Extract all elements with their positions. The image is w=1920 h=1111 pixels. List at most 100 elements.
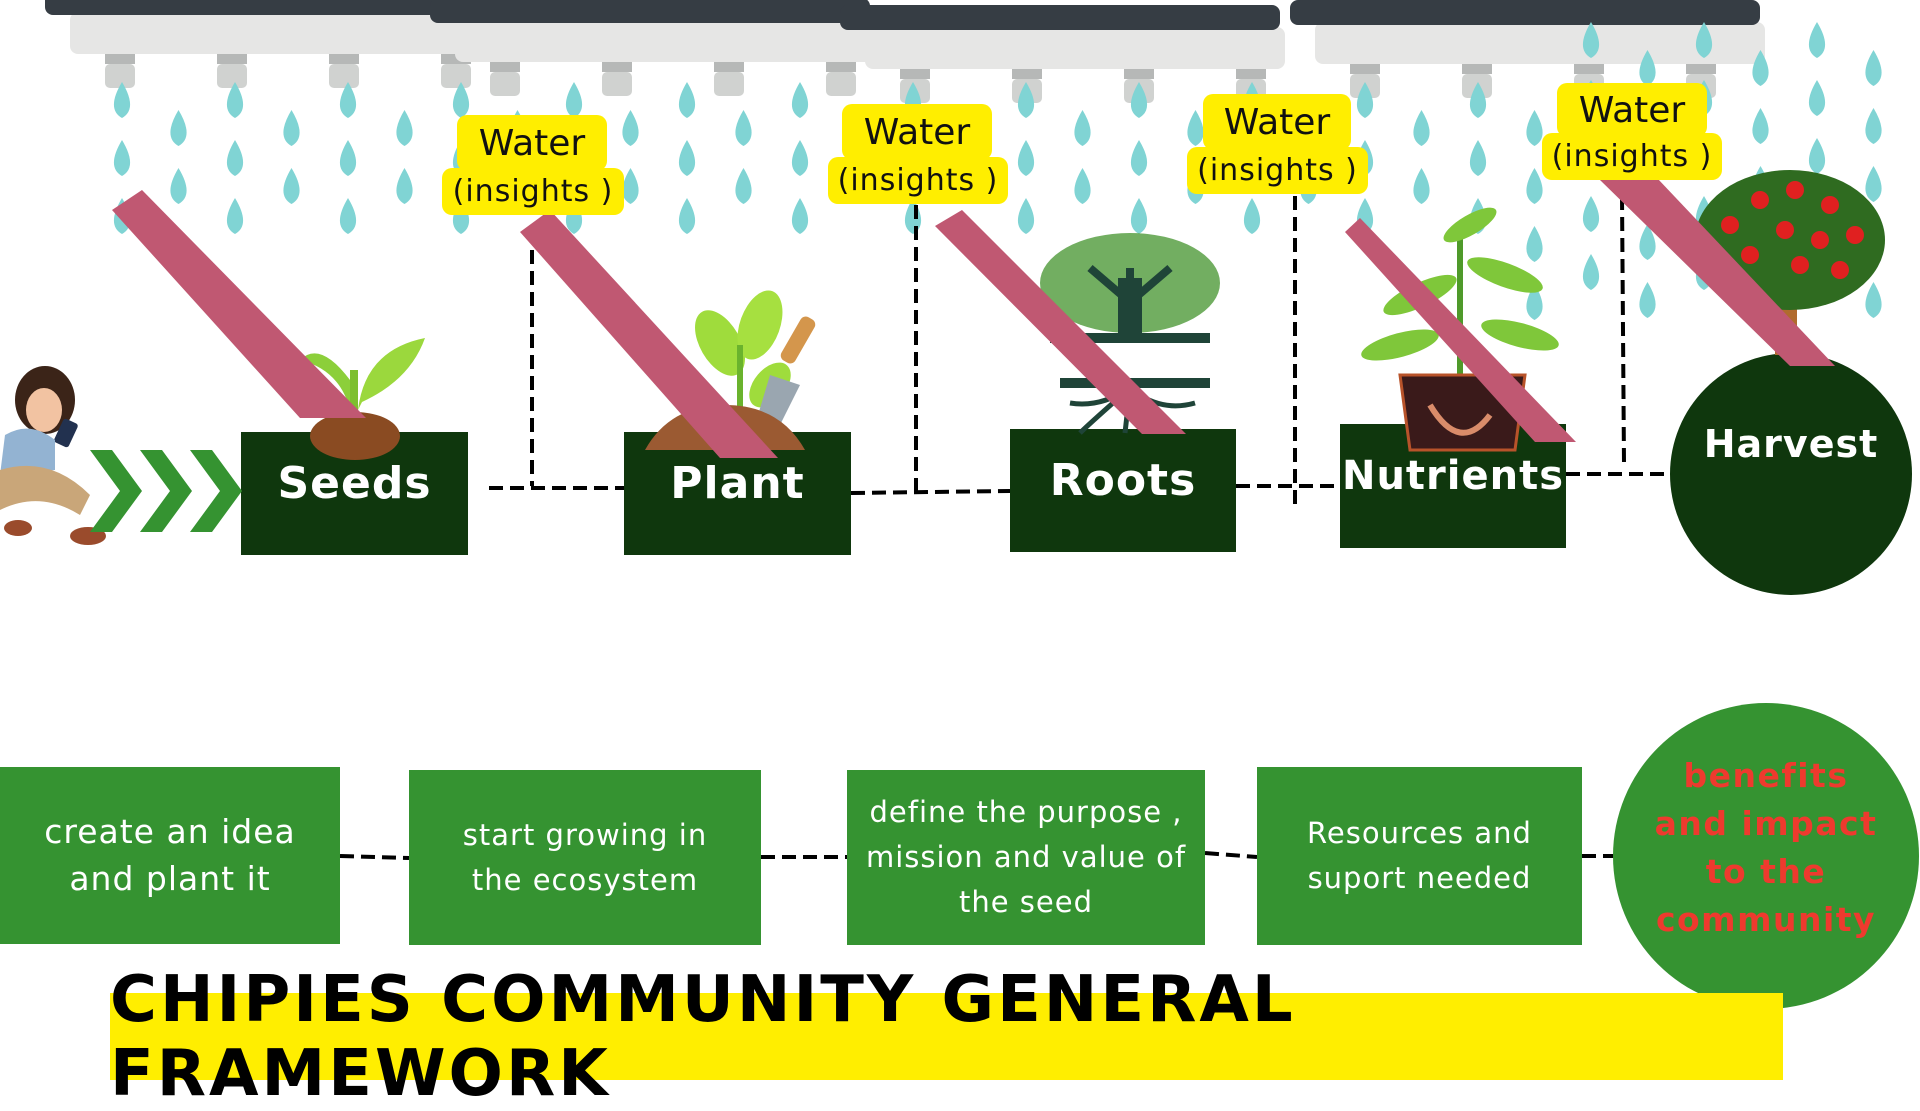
connector-desc3-desc4: [1204, 851, 1258, 859]
shower-nozzle: [1236, 69, 1266, 79]
shower-nozzle: [329, 64, 359, 88]
connector-water4-vertical: [1620, 195, 1626, 465]
water-pipe-3: [935, 210, 1186, 434]
raindrop-icon: [170, 110, 187, 146]
raindrop-icon: [678, 140, 696, 176]
shower-nozzle: [441, 64, 471, 88]
raindrop-icon: [339, 140, 357, 176]
water-pipe-4: [1345, 218, 1576, 442]
shower-bar-light: [1315, 22, 1765, 64]
description-growing: start growing in the ecosystem: [409, 770, 761, 945]
connector-desc1-desc2: [339, 854, 410, 860]
shower-bar-dark: [430, 0, 870, 23]
raindrop-icon: [1808, 138, 1826, 174]
raindrop-icon: [1639, 282, 1656, 318]
description-idea: create an idea and plant it: [0, 767, 340, 944]
raindrop-icon: [1074, 168, 1091, 204]
raindrop-icon: [1639, 224, 1656, 260]
description-text: create an idea and plant it: [44, 812, 296, 898]
raindrop-icon: [1865, 282, 1882, 318]
shower-nozzle: [490, 62, 520, 72]
raindrop-icon: [1865, 50, 1882, 86]
shower-nozzle: [900, 69, 930, 79]
shower-nozzle: [714, 62, 744, 72]
shower-nozzle: [490, 72, 520, 96]
connector-layer: [339, 195, 1670, 860]
raindrop-icon: [396, 168, 413, 204]
stage-label: Harvest: [1703, 422, 1879, 466]
girl-with-phone-icon: [0, 366, 106, 545]
raindrop-icon: [1526, 110, 1543, 146]
raindrop-icon: [1413, 110, 1430, 146]
shower-nozzle: [1350, 64, 1380, 74]
raindrop-icon: [791, 198, 809, 234]
water-label-title: Water: [457, 115, 607, 171]
shower-bar-dark: [840, 5, 1280, 30]
stage-roots: Roots: [1010, 429, 1236, 552]
stage-label: Roots: [1049, 455, 1197, 506]
raindrop-icon: [1752, 50, 1769, 86]
shower-bar-dark: [1290, 0, 1760, 25]
description-text: Resources and suport needed: [1307, 816, 1532, 895]
raindrop-icon: [339, 198, 357, 234]
raindrop-icon: [1526, 226, 1543, 262]
water-label-subtitle: (insights ): [828, 157, 1008, 204]
raindrop-icon: [1130, 140, 1148, 176]
shower-nozzle: [105, 54, 135, 64]
shower-nozzle: [1462, 64, 1492, 74]
raindrop-icon: [1017, 140, 1035, 176]
stage-harvest: Harvest: [1670, 353, 1912, 595]
raindrop-icon: [226, 198, 244, 234]
raindrop-icon: [1808, 80, 1826, 116]
shower-nozzle: [602, 72, 632, 96]
raindrop-icon: [1865, 166, 1882, 202]
raindrop-icon: [1582, 196, 1600, 232]
raindrop-icon: [678, 198, 696, 234]
shower-bar-light: [455, 20, 875, 62]
shower-bar-dark: [45, 0, 485, 15]
raindrop-icon: [1865, 108, 1882, 144]
raindrop-icon: [1243, 198, 1261, 234]
stage-label: Plant: [670, 458, 805, 509]
stage-label: Seeds: [277, 458, 432, 509]
raindrop-icon: [1017, 198, 1035, 234]
raindrop-icon: [1582, 254, 1600, 290]
shower-nozzle: [1012, 69, 1042, 79]
shower-nozzle: [217, 54, 247, 64]
shower-nozzle: [105, 64, 135, 88]
raindrop-icon: [1639, 50, 1656, 86]
raindrop-icon: [678, 82, 696, 118]
shower-bar-light: [70, 12, 490, 54]
raindrop-icon: [1074, 110, 1091, 146]
water-label-title: Water: [842, 104, 992, 160]
shower-bar-light: [865, 27, 1285, 69]
shower-nozzle: [714, 72, 744, 96]
raindrop-icon: [791, 82, 809, 118]
water-label-subtitle: (insights ): [1187, 147, 1368, 194]
stage-seeds: Seeds: [241, 432, 468, 555]
shower-head-icon: [45, 0, 1765, 103]
raindrop-icon: [1526, 284, 1543, 320]
shower-nozzle: [826, 72, 856, 96]
raindrop-icon: [565, 82, 583, 118]
raindrop-icon: [1582, 22, 1600, 58]
triple-chevron-right-icon: [90, 450, 242, 532]
raindrop-icon: [170, 168, 187, 204]
raindrop-icon: [1469, 82, 1487, 118]
raindrop-icon: [1469, 140, 1487, 176]
water-pipe-5: [1600, 160, 1835, 366]
water-pipe-2: [520, 210, 778, 458]
raindrop-icon: [1808, 22, 1826, 58]
raindrop-icon: [283, 110, 300, 146]
raindrop-icon: [113, 82, 131, 118]
description-text: define the purpose , mission and value o…: [865, 795, 1187, 919]
raindrop-icon: [226, 82, 244, 118]
raindrop-icon: [1695, 22, 1713, 58]
raindrop-icon: [791, 140, 809, 176]
description-text: benefits and impact to the community: [1654, 756, 1878, 939]
raindrop-icon: [452, 82, 470, 118]
raindrop-icon: [1752, 108, 1769, 144]
sprouting-seed-icon: [300, 338, 425, 460]
raindrop-icon: [622, 168, 639, 204]
shower-nozzle: [1574, 64, 1604, 74]
